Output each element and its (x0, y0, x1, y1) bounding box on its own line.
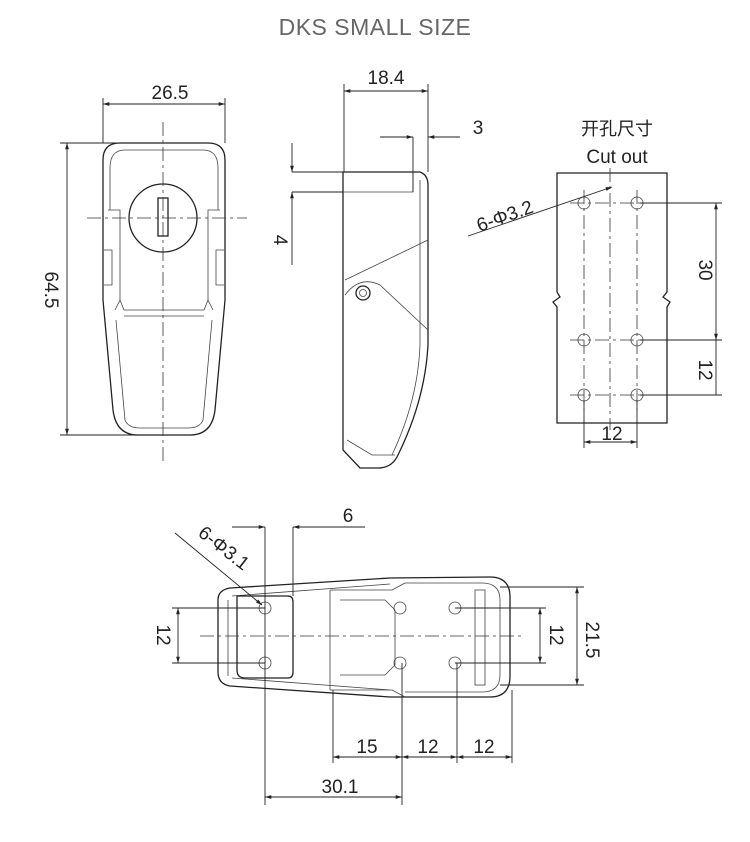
bottom-view: 6 6-Φ3.1 12 12 21.5 15 12 12 30.1 (152, 506, 602, 805)
bottom-holes-label: 6-Φ3.1 (194, 522, 253, 575)
front-view: 26.5 64.5 (40, 83, 247, 462)
cutout-holes-label: 6-Φ3.2 (474, 197, 536, 237)
cutout-label-cn: 开孔尺寸 (581, 119, 653, 140)
cutout-view: 开孔尺寸 Cut out 6-Φ3.2 30 12 12 (467, 119, 722, 448)
bottom-left-spacing: 12 (152, 624, 173, 645)
front-width-dim: 26.5 (152, 83, 189, 104)
bottom-dim-30-1: 30.1 (322, 777, 359, 798)
cutout-label-en: Cut out (586, 147, 648, 168)
side-step-dim: 4 (269, 235, 290, 246)
bottom-dim-12a: 12 (417, 737, 438, 758)
bottom-overall-height: 21.5 (581, 622, 602, 659)
side-offset-dim: 3 (473, 118, 484, 139)
bottom-dim-12b: 12 (473, 737, 494, 758)
bottom-right-spacing: 12 (545, 624, 566, 645)
side-depth-dim: 18.4 (368, 68, 405, 89)
cutout-horizontal-12: 12 (601, 424, 622, 445)
bottom-dim-15: 15 (356, 737, 377, 758)
side-view: 18.4 3 4 (269, 68, 484, 469)
cutout-vertical-30: 30 (694, 259, 715, 280)
drawing-title: DKS SMALL SIZE (278, 14, 472, 40)
cutout-vertical-12: 12 (694, 359, 715, 380)
bottom-offset-dim: 6 (343, 506, 354, 527)
front-height-dim: 64.5 (40, 272, 61, 309)
